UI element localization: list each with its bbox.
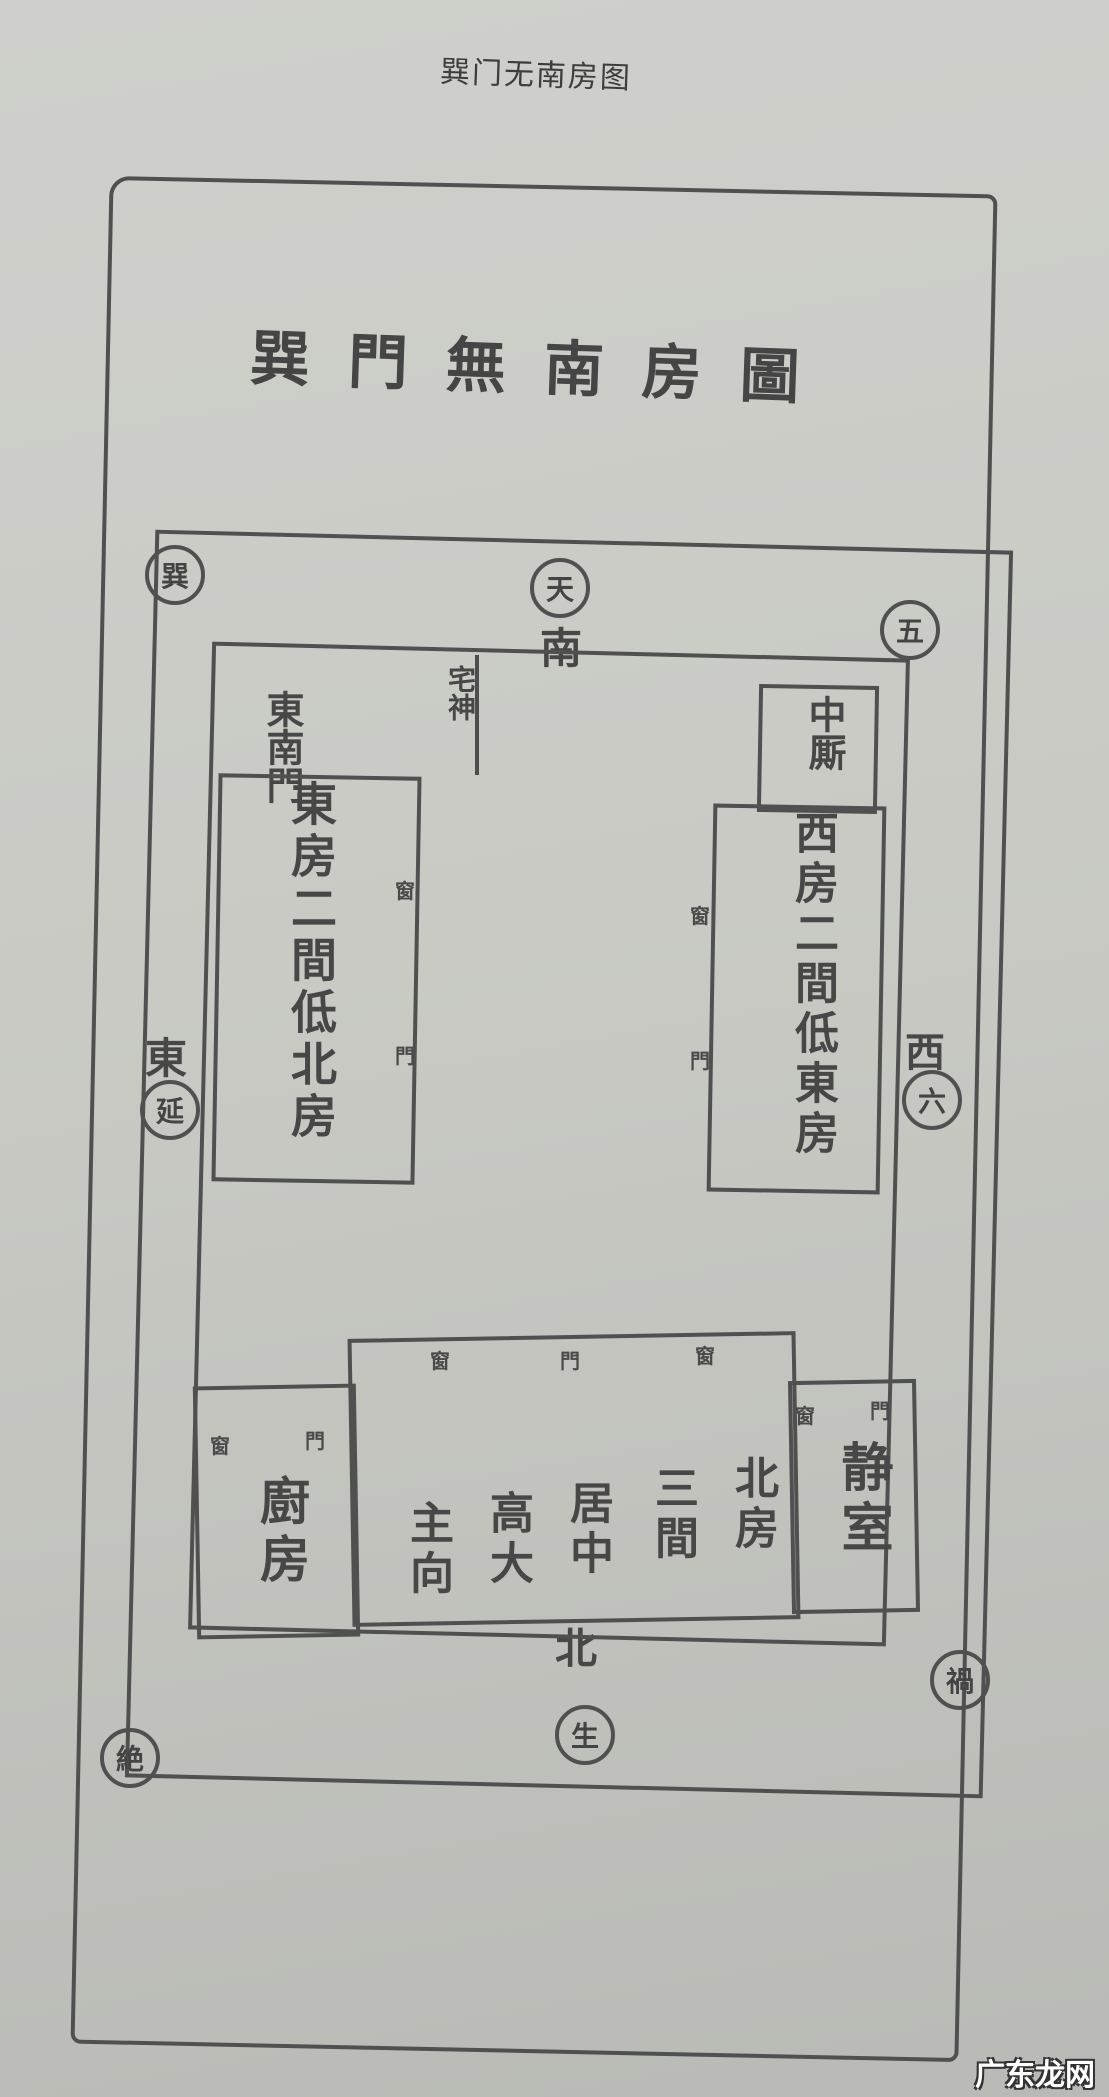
north-window-mark-1: 窗 bbox=[430, 1349, 450, 1373]
quiet-window-mark: 窗 bbox=[795, 1404, 815, 1428]
marker-liu: 六 bbox=[902, 1070, 962, 1130]
direction-south: 南 bbox=[540, 624, 583, 673]
north-house-col-5: 主向 bbox=[402, 1500, 453, 1600]
marker-sheng: 生 bbox=[555, 1705, 615, 1765]
north-window-mark-2: 窗 bbox=[695, 1344, 715, 1368]
north-house-col-2: 三間 bbox=[647, 1465, 698, 1565]
marker-yan: 延 bbox=[140, 1080, 200, 1140]
east-window-mark: 窗 bbox=[395, 879, 415, 903]
north-house-col-4: 高大 bbox=[482, 1490, 533, 1590]
marker-huo: 禍 bbox=[930, 1650, 990, 1710]
quiet-door-mark: 門 bbox=[870, 1399, 890, 1423]
north-house-col-3: 居中 bbox=[562, 1480, 613, 1580]
marker-xun: 巽 bbox=[145, 545, 205, 605]
north-door-mark: 門 bbox=[560, 1349, 580, 1373]
quiet-room-label: 静室 bbox=[832, 1440, 893, 1560]
marker-tian: 天 bbox=[530, 558, 590, 618]
north-house-col-1: 北房 bbox=[727, 1455, 778, 1555]
gate-label: 東南門 bbox=[260, 690, 305, 804]
marker-wu: 五 bbox=[880, 600, 940, 660]
kitchen-label: 廚房 bbox=[252, 1475, 311, 1591]
direction-west: 西 bbox=[905, 1029, 945, 1076]
east-door-mark: 門 bbox=[395, 1044, 415, 1068]
shrine-wall bbox=[475, 655, 479, 775]
shrine-label: 宅神 bbox=[444, 665, 477, 721]
direction-north: 北 bbox=[555, 1624, 598, 1673]
kitchen-door-mark: 門 bbox=[305, 1429, 325, 1453]
west-house-label: 西房二間低東房 bbox=[787, 810, 838, 1160]
direction-east: 東 bbox=[145, 1034, 188, 1083]
east-house-label: 東房二間低北房 bbox=[284, 780, 338, 1144]
marker-jue: 絶 bbox=[100, 1728, 160, 1788]
page-caption: 巽门无南房图 bbox=[439, 54, 633, 97]
west-window-mark: 窗 bbox=[690, 904, 710, 928]
watermark: 广东龙网 bbox=[975, 2058, 1095, 2093]
west-door-mark: 門 bbox=[690, 1049, 710, 1073]
middle-toilet-label: 中厮 bbox=[802, 695, 847, 771]
kitchen-window-mark: 窗 bbox=[210, 1434, 230, 1458]
